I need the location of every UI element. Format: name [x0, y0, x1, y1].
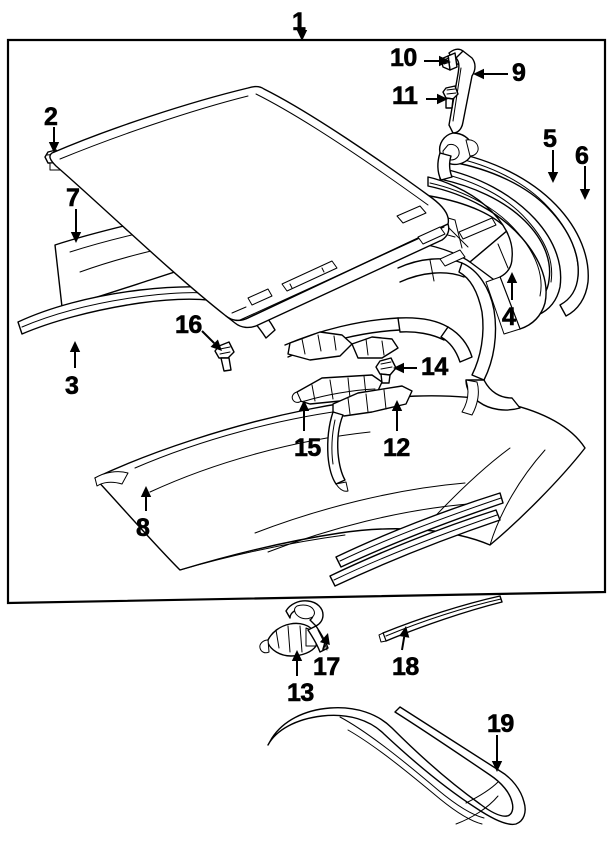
callout-5-seal-strip-arrowhead	[547, 172, 559, 183]
callout-17-hook-handle: 17	[313, 653, 341, 681]
callout-1-top-assembly: 1	[292, 8, 307, 36]
callout-19-rear-spoiler-arrowhead	[491, 761, 503, 772]
top-frame-bows	[284, 258, 521, 416]
callout-8-lower-roof-panel: 8	[136, 514, 151, 542]
callout-18-molding-strip-leader-line	[401, 636, 406, 651]
callout-1-top-assembly-arrowhead	[296, 30, 308, 41]
lower-panel-molding-strips	[329, 492, 504, 587]
callout-14-fastener: 14	[421, 353, 449, 381]
callout-8-lower-roof-panel-arrowhead	[140, 486, 152, 497]
callout-10-screw: 10	[390, 44, 418, 72]
callout-16-bolt-arrowhead	[210, 339, 222, 351]
part-13-latch-body	[259, 622, 317, 657]
callout-6-outer-seal: 6	[575, 142, 590, 170]
callout-16-bolt: 16	[175, 311, 203, 339]
assembly-boundary-box	[6, 38, 607, 605]
callout-12-right-bracket: 12	[383, 434, 411, 462]
part-9-link-arm	[437, 48, 479, 181]
part-4-rear-weatherstrip	[427, 176, 547, 335]
callout-12-right-bracket-arrowhead	[391, 400, 403, 411]
callout-3-side-rail-weatherstrip: 3	[65, 372, 80, 400]
callout-17-hook-handle-leader-line	[322, 643, 326, 651]
callout-18-molding-strip-arrowhead	[399, 626, 410, 638]
part-12-right-bracket	[327, 385, 413, 492]
callout-14-fastener-arrowhead	[393, 362, 404, 374]
callout-18-molding-strip: 18	[392, 653, 420, 681]
callout-5-seal-strip: 5	[543, 125, 558, 153]
callout-7-roof-panel-liner-arrowhead	[70, 232, 82, 243]
callout-4-rear-weatherstrip: 4	[502, 303, 517, 331]
callout-2-retainer-clip: 2	[44, 103, 59, 131]
callout-leaders	[48, 30, 591, 772]
callout-11-nut: 11	[392, 82, 419, 110]
callout-11-nut-arrowhead	[437, 93, 448, 105]
part-18-molding-strip	[378, 595, 503, 643]
callout-6-outer-seal-arrowhead	[579, 189, 591, 200]
part-11-nut	[442, 85, 459, 109]
part-19-rear-spoiler	[267, 706, 526, 826]
callout-13-latch-body-arrowhead	[291, 650, 303, 661]
roof-edge-plates	[396, 205, 497, 267]
callout-19-rear-spoiler: 19	[487, 710, 515, 738]
callout-15-left-bracket: 15	[294, 434, 322, 462]
callout-9-link-arm: 9	[512, 59, 527, 87]
callout-10-screw-arrowhead	[439, 55, 450, 67]
part-14-fastener	[375, 357, 397, 384]
callout-17-hook-handle-arrowhead	[319, 633, 330, 646]
callout-9-link-arm-arrowhead	[473, 68, 484, 80]
callout-16-bolt-leader-line	[201, 330, 215, 344]
part-6-seal-strip-outer	[451, 151, 589, 317]
callout-15-left-bracket-arrowhead	[298, 400, 310, 411]
callout-2-retainer-clip-arrowhead	[48, 142, 60, 153]
callout-7-roof-panel-liner: 7	[66, 184, 81, 212]
callout-3-side-rail-weatherstrip-arrowhead	[69, 341, 81, 352]
main-roof-panel	[49, 85, 450, 329]
callout-4-rear-weatherstrip-arrowhead	[506, 272, 518, 283]
callout-13-latch-body: 13	[287, 679, 315, 707]
